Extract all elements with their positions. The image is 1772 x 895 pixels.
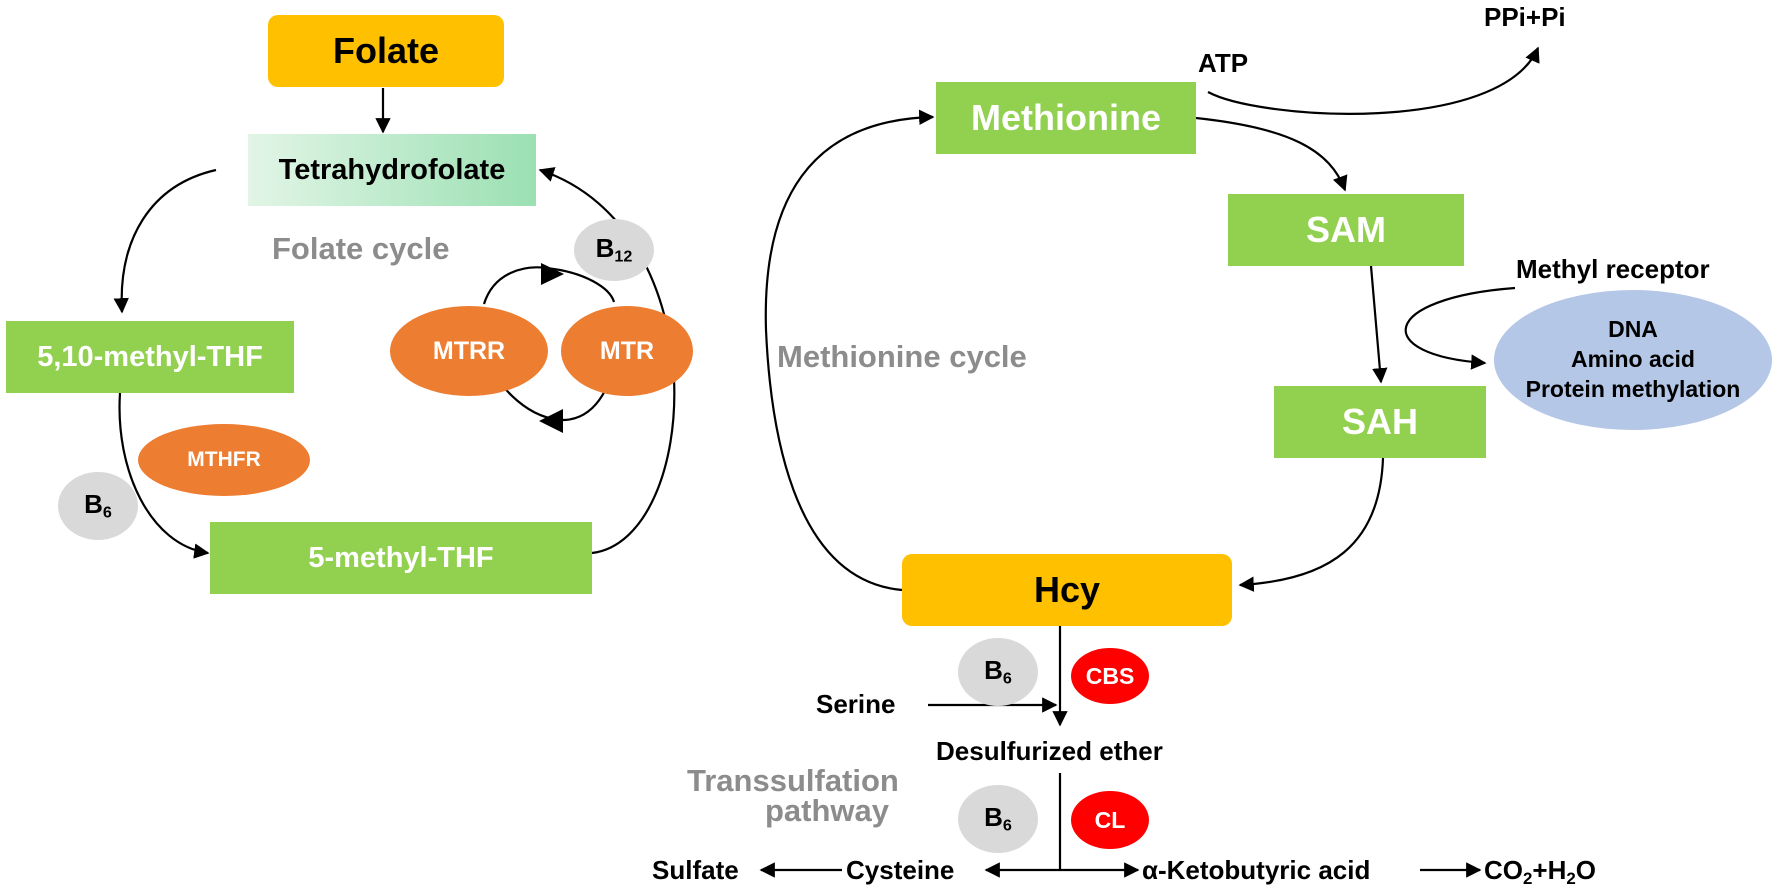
folate-label: Folate <box>332 30 439 71</box>
transsulfation-title-line1: Transsulfation <box>687 763 899 798</box>
methyl-receptor-label: Methyl receptor <box>1516 254 1710 284</box>
b12-sub: 12 <box>614 247 633 266</box>
cysteine-label: Cysteine <box>846 855 955 885</box>
cl-enzyme: CL <box>1071 791 1149 849</box>
methyl-5-thf-label: 5-methyl-THF <box>308 541 494 574</box>
vitamin-b6-folate-label: B6 <box>84 489 112 523</box>
sah-box: SAH <box>1274 386 1486 458</box>
b6-upper-base: B <box>984 655 1003 686</box>
methionine-label: Methionine <box>971 97 1161 138</box>
vitamin-b6-lower: B6 <box>958 785 1038 853</box>
sah-label: SAH <box>1341 401 1418 442</box>
cbs-label: CBS <box>1085 662 1135 689</box>
serine-label: Serine <box>816 689 896 719</box>
vitamin-b12: B12 <box>574 219 654 281</box>
folate-cycle-title: Folate cycle <box>272 231 450 266</box>
transsulfation-title-line2: pathway <box>765 793 890 828</box>
arrow-hcy-to-methionine <box>764 109 935 592</box>
arrow-atp-to-ppi <box>1207 46 1540 115</box>
hcy-box: Hcy <box>902 554 1232 626</box>
vitamin-b6-folate: B6 <box>58 472 138 540</box>
mtrr-label: MTRR <box>432 336 506 365</box>
plus-h-text: +H <box>1532 855 1567 885</box>
vitamin-b6-lower-label: B6 <box>984 802 1012 836</box>
cbs-enzyme: CBS <box>1071 648 1149 704</box>
sam-box: SAM <box>1228 194 1464 266</box>
tetrahydrofolate-label: Tetrahydrofolate <box>278 153 506 186</box>
methylation-target-protein: Protein methylation <box>1525 375 1741 402</box>
h2-subscript: 2 <box>1566 869 1576 889</box>
mthfr-label: MTHFR <box>187 448 261 471</box>
arrow-thf-to-510 <box>113 168 217 314</box>
methylation-target-amino-acid: Amino acid <box>1571 346 1695 373</box>
co2-subscript: 2 <box>1523 869 1533 889</box>
b6-lower-sub: 6 <box>1002 816 1012 835</box>
methyl-510-thf-label: 5,10-methyl-THF <box>37 340 263 373</box>
sam-label: SAM <box>1306 209 1386 250</box>
methionine-box: Methionine <box>936 82 1196 154</box>
sulfate-label: Sulfate <box>652 855 739 885</box>
arrow-sam-to-sah <box>1369 265 1388 384</box>
vitamin-b6-upper: B6 <box>958 638 1038 706</box>
methylation-targets-oval: DNA Amino acid Protein methylation <box>1494 290 1772 430</box>
arrow-methionine-to-sam <box>1195 116 1348 192</box>
methylation-target-dna: DNA <box>1608 316 1658 343</box>
loop-arrowhead-top <box>541 263 564 285</box>
loop-arrowhead-bottom <box>539 409 563 433</box>
methionine-cycle-title: Methionine cycle <box>777 339 1027 374</box>
mtr-label: MTR <box>599 336 655 365</box>
co2-water-label: CO2+H2O <box>1484 855 1596 889</box>
water-o-text: O <box>1575 855 1597 885</box>
desulfurized-ether-label: Desulfurized ether <box>936 736 1163 766</box>
b6-base: B <box>84 489 103 520</box>
vitamin-b12-label: B12 <box>596 233 633 267</box>
arrow-sah-to-hcy <box>1238 457 1385 592</box>
mtrr-enzyme: MTRR <box>390 306 548 396</box>
co-text: CO <box>1484 855 1523 885</box>
b12-base: B <box>595 233 615 264</box>
atp-label: ATP <box>1198 48 1249 78</box>
mtr-enzyme: MTR <box>561 306 693 396</box>
ppi-pi-label: PPi+Pi <box>1484 2 1566 32</box>
mthfr-enzyme: MTHFR <box>138 424 310 496</box>
arrow-methyl-receptor <box>1404 286 1516 370</box>
methyl-510-thf-box: 5,10-methyl-THF <box>6 321 294 393</box>
vitamin-b6-upper-label: B6 <box>984 655 1012 689</box>
arrow-510-to-5methyl <box>118 392 210 559</box>
tetrahydrofolate-box: Tetrahydrofolate <box>248 134 536 206</box>
methyl-5-thf-box: 5-methyl-THF <box>210 522 592 594</box>
b6-sub: 6 <box>102 503 112 522</box>
hcy-label: Hcy <box>1033 569 1101 610</box>
folate-box: Folate <box>268 15 504 87</box>
b6-upper-sub: 6 <box>1002 669 1012 688</box>
ketobutyric-acid-label: α-Ketobutyric acid <box>1142 855 1371 885</box>
cl-label: CL <box>1094 806 1126 833</box>
b6-lower-base: B <box>984 802 1003 833</box>
